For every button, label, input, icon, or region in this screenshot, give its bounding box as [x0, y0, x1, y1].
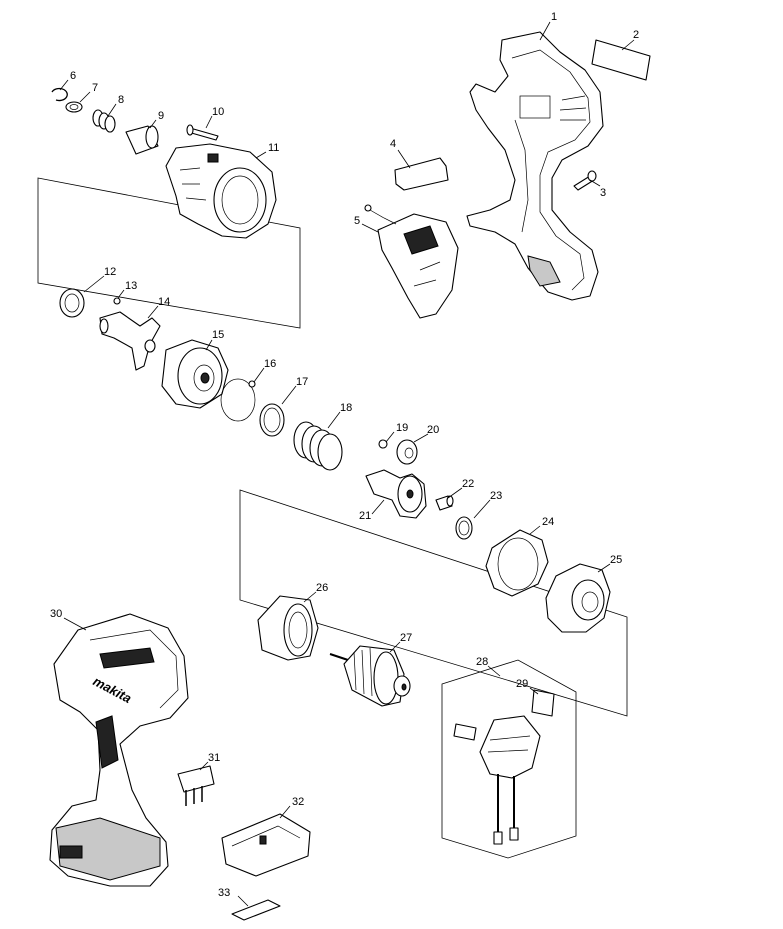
screw-part	[573, 170, 597, 191]
callout-33: 33	[218, 887, 230, 899]
callout-15: 15	[212, 329, 224, 341]
controller-part	[453, 715, 541, 845]
gear-housing-part	[545, 563, 611, 633]
callout-31: 31	[208, 752, 220, 764]
spindle-ball-part	[378, 439, 388, 449]
clip-part	[531, 689, 555, 717]
callout-23: 23	[490, 490, 502, 502]
callout-1: 1	[551, 11, 557, 23]
hammer-part	[161, 339, 229, 409]
spindle-part	[365, 469, 427, 519]
callout-8: 8	[118, 94, 124, 106]
callout-17: 17	[296, 376, 308, 388]
callout-5: 5	[354, 215, 360, 227]
callout-30: 30	[50, 608, 62, 620]
callout-16: 16	[264, 358, 276, 370]
callout-14: 14	[158, 296, 170, 308]
callout-27: 27	[400, 632, 412, 644]
callout-4: 4	[390, 138, 396, 150]
switch-part	[364, 204, 459, 319]
callout-3: 3	[600, 187, 606, 199]
callout-19: 19	[396, 422, 408, 434]
sleeve-part	[125, 125, 159, 155]
callout-25: 25	[610, 554, 622, 566]
switch-lever-part	[394, 157, 449, 191]
callout-29: 29	[516, 678, 528, 690]
callout-18: 18	[340, 402, 352, 414]
planet-gear-part	[396, 439, 418, 465]
callout-9: 9	[158, 110, 164, 122]
internal-gear-part	[485, 529, 549, 597]
group-box-controller	[441, 659, 577, 859]
small-spring-part	[92, 109, 116, 133]
hammer-case-screw-part	[186, 124, 219, 141]
ring-part	[455, 516, 473, 540]
callout-20: 20	[427, 424, 439, 436]
callout-11: 11	[268, 142, 279, 154]
callout-2: 2	[633, 29, 639, 41]
callout-26: 26	[316, 582, 328, 594]
callout-32: 32	[292, 796, 304, 808]
callout-22: 22	[462, 478, 474, 490]
callout-21: 21	[359, 510, 371, 522]
callout-6: 6	[70, 70, 76, 82]
callout-28: 28	[476, 656, 488, 668]
label-plate-part	[591, 39, 651, 81]
callout-13: 13	[125, 280, 137, 292]
hammer-case-part	[165, 143, 277, 239]
rotor-part	[329, 645, 411, 707]
callout-10: 10	[212, 106, 224, 118]
callout-7: 7	[92, 82, 98, 94]
thrust-washer-part	[59, 288, 85, 318]
battery-terminal-part	[221, 813, 311, 877]
callout-12: 12	[104, 266, 116, 278]
name-plate-part	[231, 899, 281, 921]
flat-washer-part	[259, 403, 285, 437]
anvil-part	[99, 311, 161, 371]
callout-24: 24	[542, 516, 554, 528]
terminal-connector-part	[177, 765, 215, 806]
compression-spring-part	[293, 421, 343, 471]
steel-ball-part	[113, 297, 121, 305]
leader-lines	[59, 21, 635, 907]
housing-part	[466, 31, 604, 301]
pin-part	[435, 495, 454, 511]
o-ring-part	[220, 378, 256, 422]
left-housing-part	[49, 613, 189, 887]
washer-part	[65, 101, 83, 113]
circlip-part	[51, 87, 68, 102]
stator-sleeve-part	[257, 595, 319, 661]
callout-labels: 1 2 3 4 5 6 7 8 9 10 11 12 13 14 15 16 1…	[50, 11, 639, 899]
